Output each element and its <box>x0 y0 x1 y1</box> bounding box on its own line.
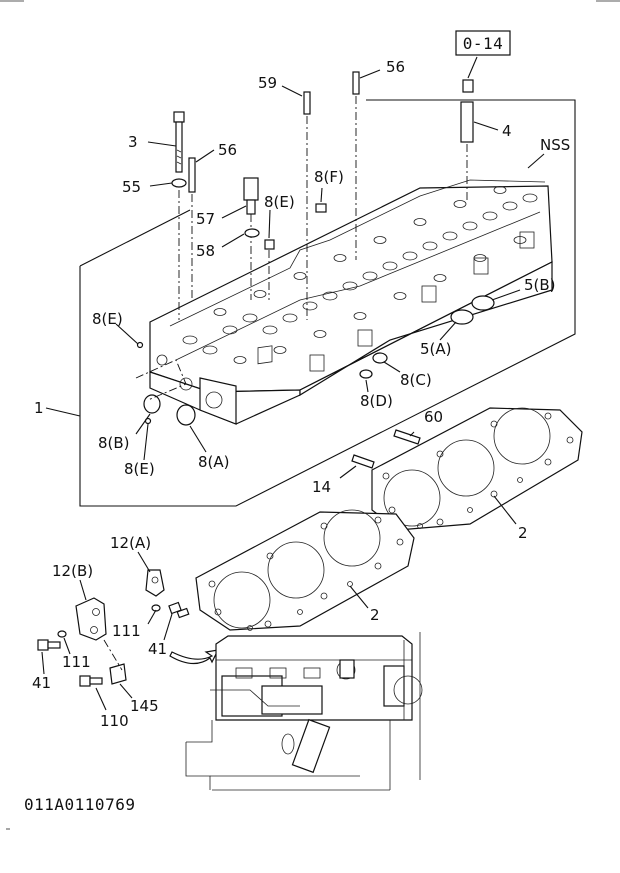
seal-5a <box>450 309 474 325</box>
plug-8e-top <box>264 239 275 250</box>
stud-56-top <box>352 71 360 95</box>
label-57: 57 <box>196 210 215 228</box>
label-12a: 12(A) <box>110 534 151 552</box>
pipe-4 <box>460 79 474 143</box>
label-4: 4 <box>502 122 512 140</box>
label-5b: 5(B) <box>524 276 556 294</box>
label-8c: 8(C) <box>400 371 432 389</box>
label-41-lower: 41 <box>32 674 51 692</box>
leader-lines <box>41 56 545 711</box>
label-8d: 8(D) <box>360 392 393 410</box>
label-111-upper: 111 <box>112 622 141 640</box>
reference-box-label: 0-14 <box>463 34 504 53</box>
label-145: 145 <box>130 697 159 715</box>
head-gasket-rear <box>371 407 583 531</box>
bolt-110 <box>79 675 103 687</box>
label-8e-bottom: 8(E) <box>124 460 155 478</box>
label-60: 60 <box>424 408 443 426</box>
o-ring-58 <box>244 228 260 238</box>
label-55: 55 <box>122 178 141 196</box>
cap-8b <box>143 394 161 414</box>
centerline-front <box>135 359 187 401</box>
cylinder-head <box>149 179 553 425</box>
locator-arrow-icon <box>169 649 220 665</box>
stud-56-left <box>188 157 196 193</box>
plug-8d <box>359 369 373 379</box>
label-8f: 8(F) <box>314 168 344 186</box>
label-5a: 5(A) <box>420 340 452 358</box>
label-8e-top: 8(E) <box>264 193 295 211</box>
plug-8e-left <box>136 341 144 349</box>
label-56-left: 56 <box>218 141 237 159</box>
label-14: 14 <box>312 478 331 496</box>
sleeve-57 <box>243 177 259 215</box>
stud-60 <box>393 429 421 445</box>
label-12b: 12(B) <box>52 562 93 580</box>
washer-111-b <box>57 630 67 638</box>
label-111-lower: 111 <box>62 653 91 671</box>
stud-59 <box>303 91 311 115</box>
clip-145 <box>109 663 127 685</box>
label-56-top: 56 <box>386 58 405 76</box>
plug-8f <box>315 203 327 213</box>
stud-14 <box>351 454 375 469</box>
label-2-front: 2 <box>370 606 380 624</box>
bolt-3 <box>173 111 185 173</box>
label-8b: 8(B) <box>98 434 130 452</box>
seal-5b <box>471 295 495 311</box>
assembly-boundary <box>79 99 576 507</box>
cap-8a <box>176 404 196 426</box>
label-8e-left: 8(E) <box>92 310 123 328</box>
label-59: 59 <box>258 74 277 92</box>
label-1: 1 <box>34 399 44 417</box>
label-41-upper: 41 <box>148 640 167 658</box>
centerline-bracket <box>103 639 123 671</box>
bolt-41-b <box>37 639 61 651</box>
bracket-12b <box>75 597 107 641</box>
washer-55 <box>171 178 187 188</box>
label-58: 58 <box>196 242 215 260</box>
bolt-41-a <box>168 601 190 619</box>
head-gasket-front <box>195 509 415 631</box>
label-nss: NSS <box>540 136 570 154</box>
plug-8c <box>372 352 388 364</box>
label-2-rear: 2 <box>518 524 528 542</box>
callout-labels: 3 56 59 56 55 57 58 4 NSS 8(F) 8(E) 8(E)… <box>32 58 570 730</box>
label-3: 3 <box>128 133 138 151</box>
engine-reference-sketch <box>185 632 423 791</box>
bracket-12a <box>145 569 165 597</box>
drawing-code: 011A0110769 <box>24 795 135 814</box>
label-110: 110 <box>100 712 129 730</box>
label-8a: 8(A) <box>198 453 230 471</box>
reference-box <box>455 30 511 56</box>
